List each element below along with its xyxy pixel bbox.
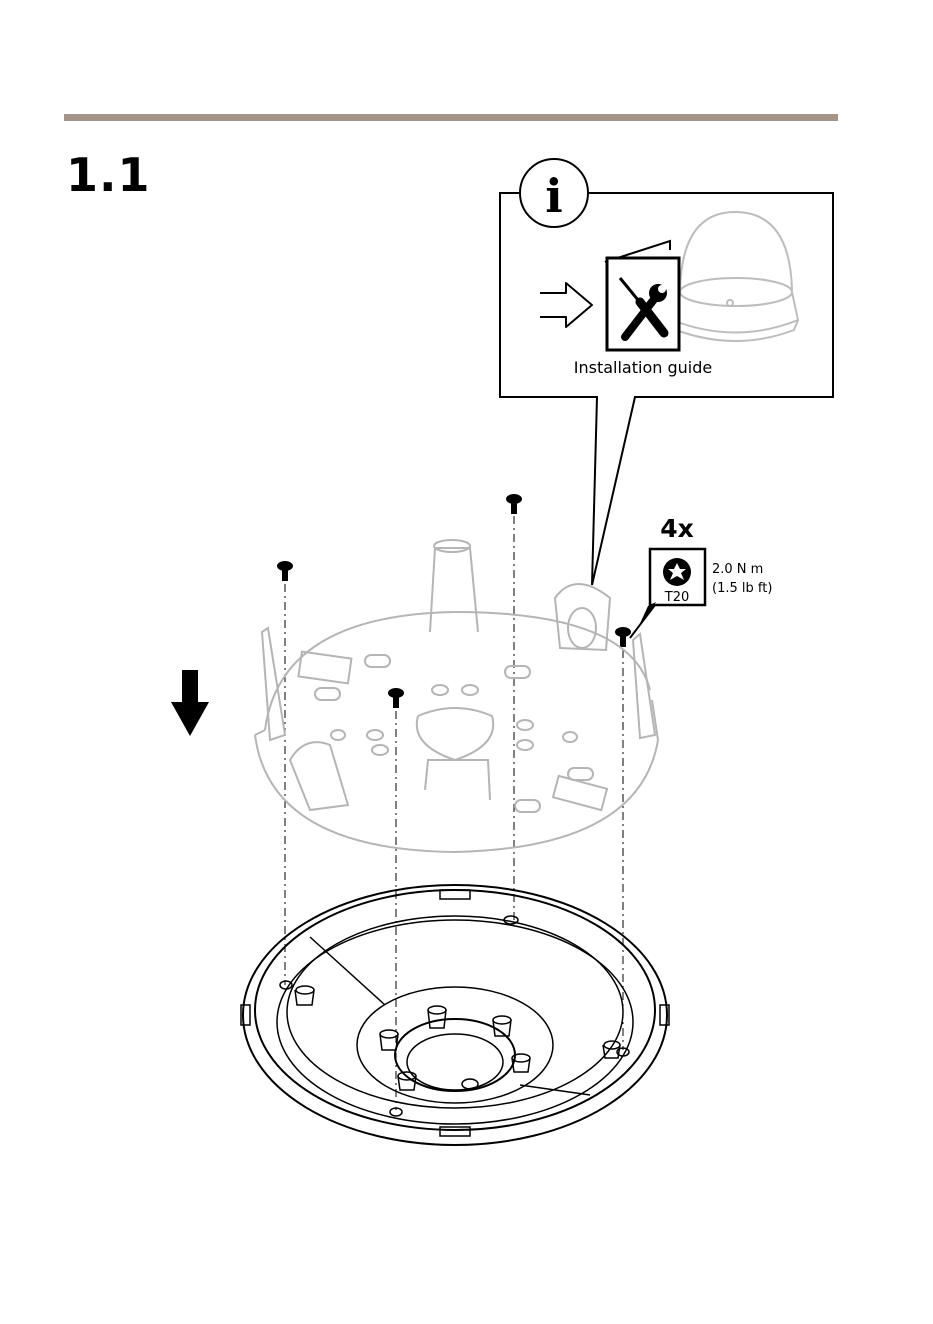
alignment-guides bbox=[285, 516, 623, 1110]
guide-label: Installation guide bbox=[574, 358, 712, 377]
screw-icon bbox=[277, 494, 631, 708]
manual-tools-icon bbox=[605, 241, 679, 350]
bit-label: T20 bbox=[664, 590, 689, 605]
base-ring bbox=[241, 885, 669, 1145]
info-icon: i bbox=[520, 159, 588, 227]
torque-imperial: (1.5 lb ft) bbox=[712, 581, 772, 596]
torque-metric: 2.0 N m bbox=[712, 562, 763, 577]
arrow-down-icon bbox=[171, 670, 209, 736]
svg-text:i: i bbox=[545, 169, 562, 223]
mounting-bracket bbox=[255, 540, 658, 852]
screw-quantity: 4x bbox=[660, 514, 694, 543]
torx-bit-icon: T20 bbox=[650, 549, 705, 605]
